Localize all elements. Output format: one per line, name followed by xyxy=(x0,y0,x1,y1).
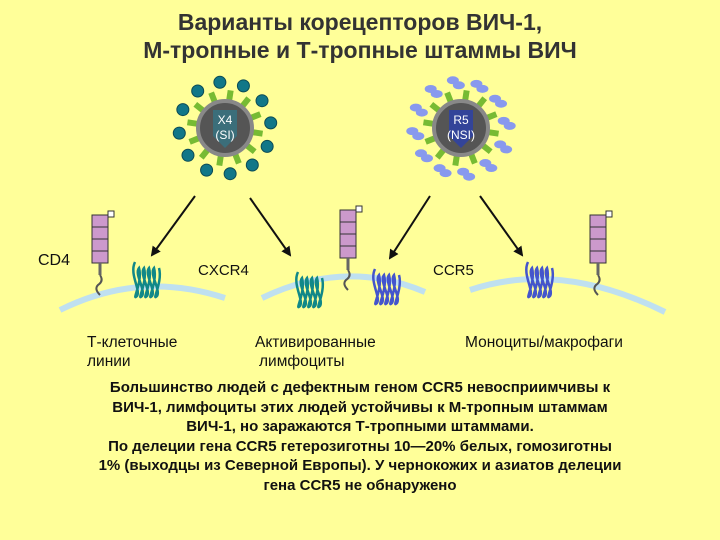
virus-knob xyxy=(439,169,452,178)
virus-knob xyxy=(430,89,443,98)
virus-knob xyxy=(415,108,428,117)
virus-knob xyxy=(181,148,195,162)
cxcr4-label: CXCR4 xyxy=(198,262,249,279)
arrow-icon xyxy=(479,195,524,257)
virus-knob xyxy=(255,94,269,108)
virus-knob xyxy=(420,154,433,163)
arrow-icon xyxy=(249,197,292,257)
cd4-receptor-icon xyxy=(588,209,614,297)
virus-x4-icon: X4 (SI) xyxy=(172,75,278,181)
title-line-1: Варианты корецепторов ВИЧ-1, xyxy=(177,9,543,35)
bottom-text: Большинство людей с дефектным геном CCR5… xyxy=(98,379,622,494)
cd4-label: CD4 xyxy=(38,252,71,269)
virus-knob xyxy=(264,116,278,130)
coreceptor-helix-icon xyxy=(132,261,162,299)
virus-knob xyxy=(245,158,259,172)
virus-x4-sublabel: (SI) xyxy=(215,128,234,142)
coreceptor-helix-icon xyxy=(525,261,555,299)
virus-knob xyxy=(223,167,237,181)
ccr5-label: CCR5 xyxy=(433,262,474,279)
virus-knob xyxy=(485,164,498,173)
monocytes-macrophages-label: Моноциты/макрофаги xyxy=(465,334,623,351)
virus-knob xyxy=(236,79,250,93)
virus-knob xyxy=(476,84,489,93)
cell-membrane-icon xyxy=(469,276,667,315)
t-cell-lines-label: Т-клеточные линии xyxy=(87,334,178,370)
arrow-icon xyxy=(150,195,196,257)
virus-knob xyxy=(452,81,465,90)
virus-r5-sublabel: (NSI) xyxy=(447,128,475,142)
activated-lymphocytes-label: Активированные лимфоциты xyxy=(255,334,376,370)
cell-membrane-icon xyxy=(260,273,427,301)
virus-knob xyxy=(172,126,186,140)
virus-x4-label: X4 xyxy=(218,113,233,127)
title-line-2: М-тропные и Т-тропные штаммы ВИЧ xyxy=(143,37,577,63)
arrow-icon xyxy=(388,195,431,260)
virus-r5-label: R5 xyxy=(453,113,469,127)
virus-knob xyxy=(500,145,513,154)
virus-knob xyxy=(260,139,274,153)
page-title: Варианты корецепторов ВИЧ-1, М-тропные и… xyxy=(0,8,720,64)
virus-knob xyxy=(200,163,214,177)
virus-knob xyxy=(495,99,508,108)
virus-knob xyxy=(213,75,227,89)
cd4-receptor-icon xyxy=(90,209,116,297)
virus-knob xyxy=(463,172,476,181)
virus-knob xyxy=(503,121,516,130)
virus-knob xyxy=(412,132,425,141)
virus-knob xyxy=(176,103,190,117)
coreceptor-helix-icon xyxy=(372,268,402,306)
virus-knob xyxy=(191,84,205,98)
virus-r5-icon: R5 (NSI) xyxy=(406,76,516,181)
coreceptor-helix-icon xyxy=(295,271,325,309)
